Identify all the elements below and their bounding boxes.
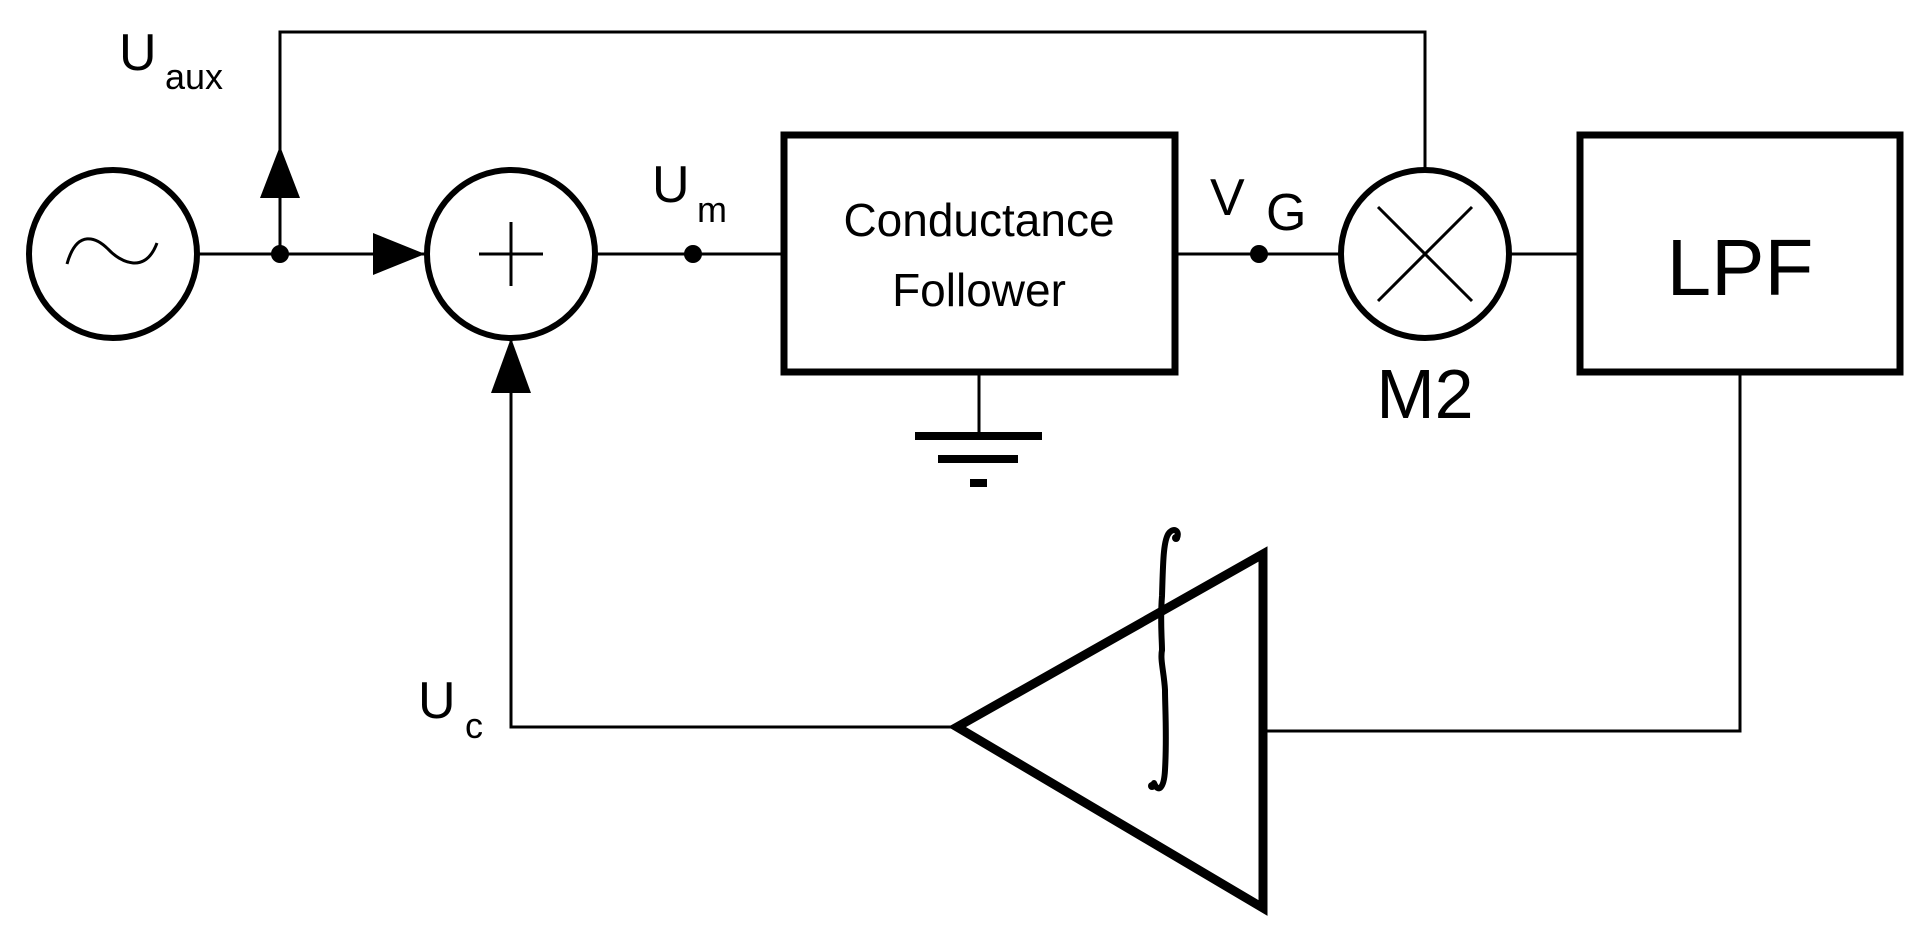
follower-line1: Conductance [843, 194, 1114, 246]
label-v-g-main: V [1210, 169, 1245, 227]
integral-sign-icon [1148, 527, 1181, 792]
junction-dot-aux [271, 245, 289, 263]
label-v-g-sub: G [1266, 184, 1306, 242]
mixer-icon [1338, 167, 1512, 341]
label-u-aux: U aux [119, 24, 223, 97]
label-u-c-sub: c [465, 705, 483, 746]
junction-dot-um [684, 245, 702, 263]
label-u-c-main: U [418, 672, 456, 730]
wires [197, 30, 1742, 733]
wire-lpf-feedback [1263, 372, 1742, 733]
lpf-label: LPF [1667, 223, 1814, 312]
arrow-right-summer-icon [373, 233, 425, 275]
label-u-m: U m [652, 156, 727, 230]
label-u-m-main: U [652, 156, 690, 214]
label-v-g: V G [1210, 169, 1306, 242]
lpf-block [1576, 131, 1904, 376]
arrow-up-aux-icon [260, 146, 300, 198]
ground-icon [915, 432, 1042, 487]
label-u-aux-sub: aux [165, 56, 223, 97]
label-u-aux-main: U [119, 24, 157, 82]
label-u-c: U c [418, 672, 483, 746]
label-m2: M2 [1376, 355, 1473, 433]
integrator-block [948, 546, 1268, 916]
arrow-up-summer-icon [491, 338, 531, 393]
sine-source-icon [26, 167, 200, 341]
summer-icon [424, 167, 598, 341]
junction-dot-vg [1250, 245, 1268, 263]
wire-aux-branch [278, 30, 1427, 254]
wire-integrator-to-summer [509, 338, 957, 729]
label-u-m-sub: m [697, 189, 727, 230]
follower-line2: Follower [892, 264, 1066, 316]
conductance-follower-block [780, 131, 1179, 376]
